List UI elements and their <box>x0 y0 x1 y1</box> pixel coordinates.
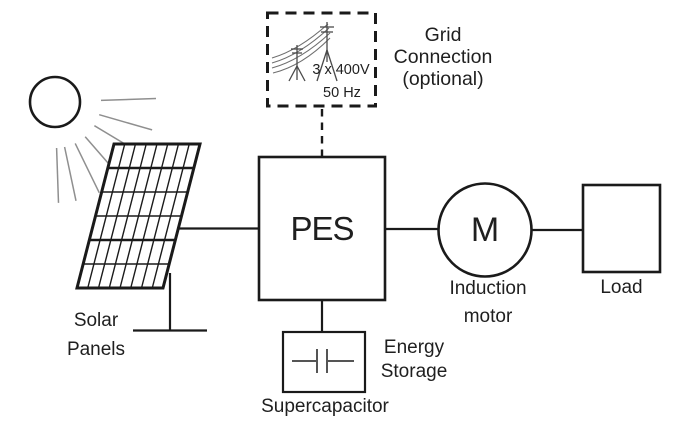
grid-voltage-label: 3 x 400V <box>312 62 370 78</box>
load-label: Load <box>600 277 643 298</box>
grid-frequency-label: 50 Hz <box>323 85 361 101</box>
energy-storage-label-line2: Storage <box>380 361 448 382</box>
sun-icon <box>28 75 82 129</box>
connection-wires <box>177 227 583 332</box>
load-box <box>581 183 662 274</box>
ground-icon <box>133 273 207 332</box>
induction-motor-label-line2: motor <box>463 306 513 327</box>
solar-panels-label-line2: Panels <box>66 339 126 360</box>
solar-panels-label-line1: Solar <box>73 310 119 331</box>
solar-panels-label: Solar Panels <box>36 306 156 364</box>
capacitor-icon <box>292 349 354 373</box>
induction-motor-label-line1: Induction <box>449 278 527 299</box>
motor-symbol: M <box>470 211 500 249</box>
pes-label: PES <box>290 209 354 247</box>
induction-motor-label: Induction motor <box>428 275 548 331</box>
pes-box <box>257 155 387 302</box>
supercapacitor-label: Supercapacitor <box>261 396 389 417</box>
grid-connection-box <box>266 11 377 108</box>
grid-connection-label-line2: Connection <box>393 46 493 68</box>
grid-connection-label-line3: (optional) <box>402 68 484 90</box>
sun-rays-icon <box>55 97 157 203</box>
power-lines-icon <box>271 22 338 82</box>
energy-storage-label: Energy Storage <box>373 336 455 384</box>
solar-panel-icon <box>75 142 202 290</box>
grid-connection-label: Grid Connection (optional) <box>383 24 503 90</box>
grid-connection-label-line1: Grid <box>424 24 462 46</box>
energy-storage-label-line1: Energy <box>383 337 445 358</box>
motor-circle <box>437 182 533 278</box>
